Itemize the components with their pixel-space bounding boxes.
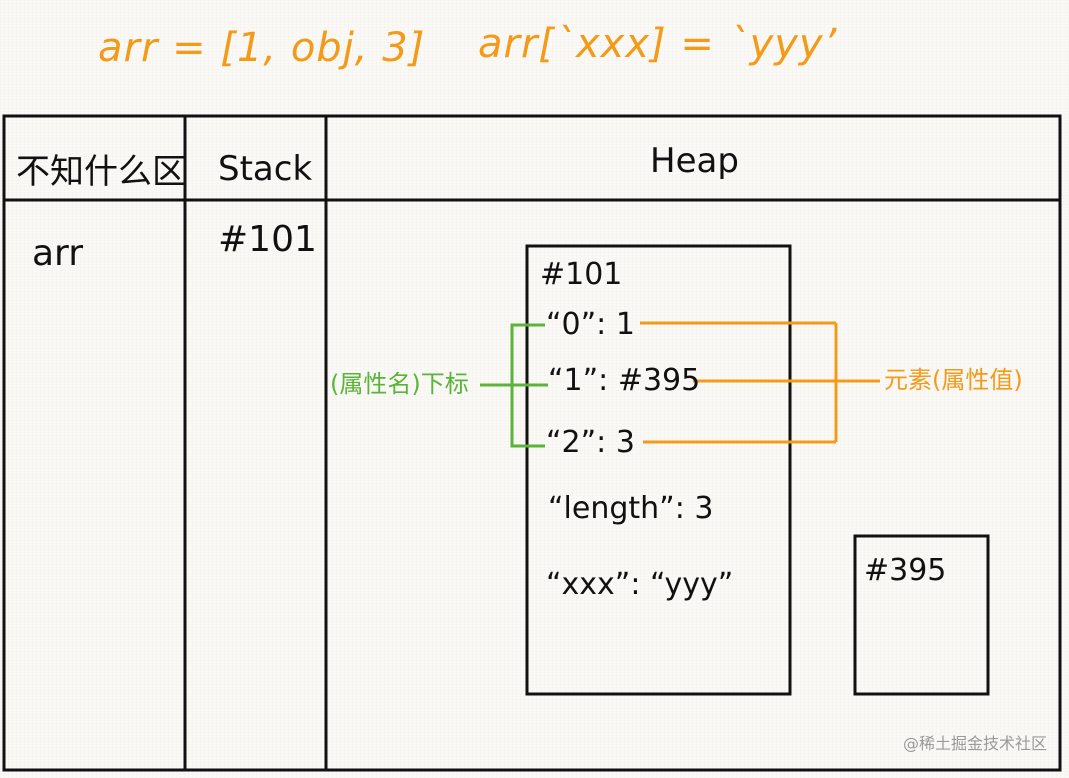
header-stack: Stack: [218, 149, 313, 189]
header-unknown-area: 不知什么区: [16, 152, 186, 192]
header-heap: Heap: [650, 141, 739, 181]
heap-entry-xxx: “xxx”: “yyy”: [546, 567, 734, 602]
heap-object-101-address: #101: [540, 257, 623, 292]
watermark: @稀土掘金技术社区: [902, 734, 1047, 753]
heap-object-395-box: [853, 534, 990, 696]
heap-entry-1: “1”: #395: [548, 363, 701, 398]
top-left-expression: arr = [1, obj, 3]: [98, 25, 426, 71]
heap-entry-2: “2”: 3: [546, 425, 635, 460]
element-label: 元素(属性值): [884, 366, 1023, 394]
heap-entry-0: “0”: 1: [546, 307, 635, 342]
top-right-expression: arr[`xxx] = `yyy’: [478, 21, 838, 67]
heap-entry-length: “length”: 3: [548, 491, 714, 526]
heap-object-101-box: [525, 244, 792, 696]
stack-value: #101: [218, 219, 317, 260]
index-label: (属性名)下标: [330, 370, 469, 398]
table-frame: [2, 114, 1062, 772]
heap-object-395-address: #395: [864, 553, 947, 588]
unknown-area-value: arr: [32, 233, 84, 274]
